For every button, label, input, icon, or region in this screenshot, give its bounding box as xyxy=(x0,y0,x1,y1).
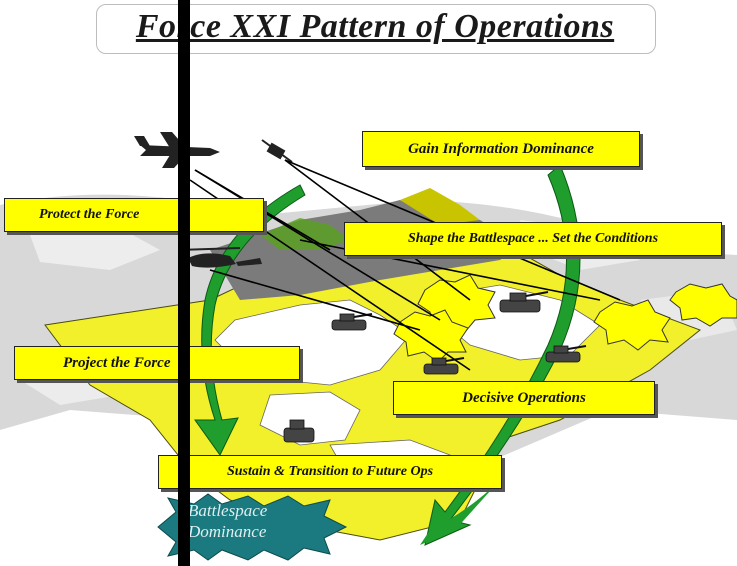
badge-line-2: Dominance xyxy=(188,522,267,541)
tank-icon xyxy=(283,291,587,443)
label-sustain-transition: Sustain & Transition to Future Ops xyxy=(158,455,502,489)
label-gain-information-dominance: Gain Information Dominance xyxy=(362,131,640,167)
label-shape-the-battlespace-text: Shape the Battlespace ... Set the Condit… xyxy=(407,231,659,246)
label-sustain-transition-text: Sustain & Transition to Future Ops xyxy=(226,464,434,479)
label-decisive-operations-text: Decisive Operations xyxy=(462,390,586,406)
battlespace-dominance-badge xyxy=(157,493,348,561)
label-decisive-operations: Decisive Operations xyxy=(393,381,655,415)
badge-line-1: Battlespace xyxy=(188,501,268,520)
label-project-the-force: Project the Force xyxy=(14,346,300,380)
vertical-pole xyxy=(178,0,190,566)
label-gain-information-dominance-text: Gain Information Dominance xyxy=(408,141,594,157)
battlespace-dominance-text: Battlespace Dominance xyxy=(188,500,318,542)
aircraft-icon xyxy=(134,132,220,168)
slide-title: Force XXI Pattern of Operations xyxy=(135,8,615,45)
label-protect-the-force: Protect the Force xyxy=(4,198,264,232)
satellite-icon xyxy=(261,139,293,163)
label-protect-the-force-text: Protect the Force xyxy=(39,207,140,222)
label-project-the-force-text: Project the Force xyxy=(63,355,171,371)
label-shape-the-battlespace: Shape the Battlespace ... Set the Condit… xyxy=(344,222,722,256)
